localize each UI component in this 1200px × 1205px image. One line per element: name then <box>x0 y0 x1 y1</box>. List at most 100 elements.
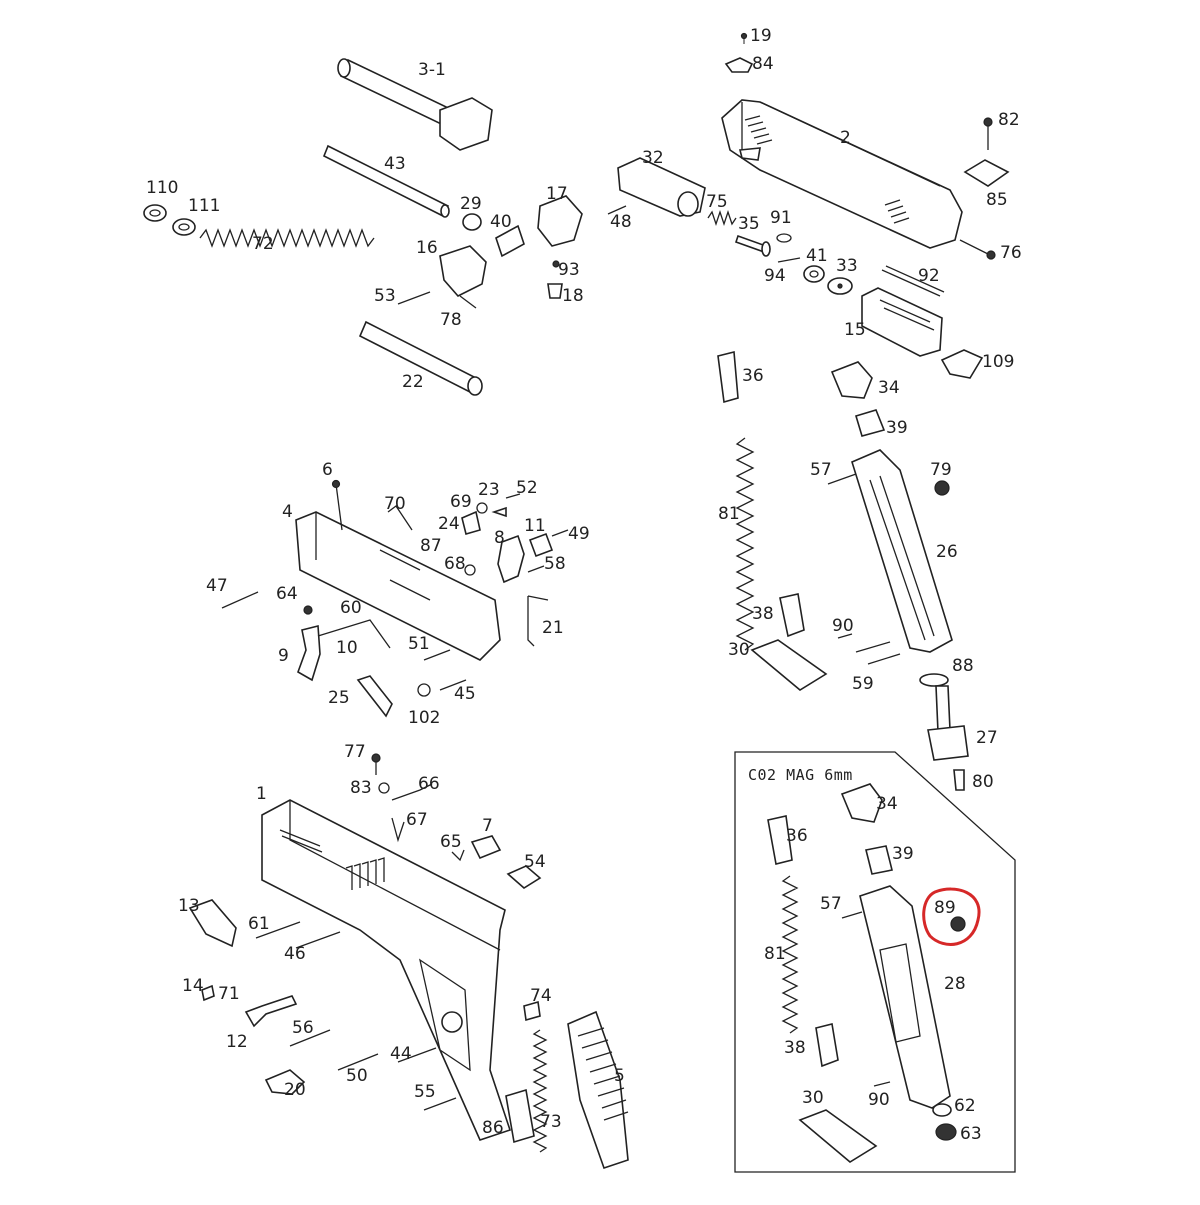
part-label-102: 102 <box>408 708 441 728</box>
part-label-110: 110 <box>146 178 179 198</box>
part-label-14: 14 <box>182 976 204 996</box>
part-label-73: 73 <box>540 1112 562 1132</box>
inset-part-label-57: 57 <box>820 894 842 914</box>
part-label-72: 72 <box>252 234 274 254</box>
part-label-33: 33 <box>836 256 858 276</box>
part-label-51: 51 <box>408 634 430 654</box>
part-label-45: 45 <box>454 684 476 704</box>
inset-part-label-90: 90 <box>868 1090 890 1110</box>
inset-part-label-39: 39 <box>892 844 914 864</box>
part-label-30: 30 <box>728 640 750 660</box>
part-label-48: 48 <box>610 212 632 232</box>
part-label-52: 52 <box>516 478 538 498</box>
part-label-26: 26 <box>936 542 958 562</box>
inset-part-label-28: 28 <box>944 974 966 994</box>
part-label-77: 77 <box>344 742 366 762</box>
part-label-23: 23 <box>478 480 500 500</box>
slide-group <box>607 32 1010 379</box>
part-label-69: 69 <box>450 492 472 512</box>
co2-mag-inset <box>734 751 1016 1173</box>
part-label-46: 46 <box>284 944 306 964</box>
part-label-53: 53 <box>374 286 396 306</box>
part-label-4: 4 <box>282 502 293 522</box>
part-label-86: 86 <box>482 1118 504 1138</box>
part-label-5: 5 <box>614 1066 625 1086</box>
barrel-group <box>143 58 583 396</box>
part-label-68: 68 <box>444 554 466 574</box>
part-label-9: 9 <box>278 646 289 666</box>
part-label-34: 34 <box>878 378 900 398</box>
part-label-36: 36 <box>742 366 764 386</box>
part-label-7: 7 <box>482 816 493 836</box>
part-label-87: 87 <box>420 536 442 556</box>
part-label-74: 74 <box>530 986 552 1006</box>
part-label-94: 94 <box>764 266 786 286</box>
part-label-10: 10 <box>336 638 358 658</box>
part-label-55: 55 <box>414 1082 436 1102</box>
part-label-84: 84 <box>752 54 774 74</box>
part-label-93: 93 <box>558 260 580 280</box>
part-label-75: 75 <box>706 192 728 212</box>
inset-part-label-62: 62 <box>954 1096 976 1116</box>
part-label-29: 29 <box>460 194 482 214</box>
part-label-8: 8 <box>494 528 505 548</box>
part-label-12: 12 <box>226 1032 248 1052</box>
part-label-21: 21 <box>542 618 564 638</box>
part-label-15: 15 <box>844 320 866 340</box>
inset-part-label-81: 81 <box>764 944 786 964</box>
part-label-59: 59 <box>852 674 874 694</box>
part-label-71: 71 <box>218 984 240 1004</box>
part-label-92: 92 <box>918 266 940 286</box>
part-label-47: 47 <box>206 576 228 596</box>
inset-part-label-30: 30 <box>802 1088 824 1108</box>
part-label-111: 111 <box>188 196 221 216</box>
part-label-49: 49 <box>568 524 590 544</box>
inset-part-label-34: 34 <box>876 794 898 814</box>
part-label-70: 70 <box>384 494 406 514</box>
part-label-81: 81 <box>718 504 740 524</box>
part-label-38: 38 <box>752 604 774 624</box>
part-label-44: 44 <box>390 1044 412 1064</box>
part-label-16: 16 <box>416 238 438 258</box>
inset-part-label-89: 89 <box>934 898 956 918</box>
part-label-11: 11 <box>524 516 546 536</box>
part-label-60: 60 <box>340 598 362 618</box>
part-label-13: 13 <box>178 896 200 916</box>
inset-title: C02 MAG 6mm <box>748 766 853 784</box>
part-label-43: 43 <box>384 154 406 174</box>
part-label-76: 76 <box>1000 243 1022 263</box>
part-label-66: 66 <box>418 774 440 794</box>
highlight-circle <box>922 887 981 946</box>
part-label-64: 64 <box>276 584 298 604</box>
inset-part-label-36: 36 <box>786 826 808 846</box>
part-label-1: 1 <box>256 784 267 804</box>
part-label-85: 85 <box>986 190 1008 210</box>
part-label-80: 80 <box>972 772 994 792</box>
part-label-67: 67 <box>406 810 428 830</box>
magazine-group <box>717 350 969 791</box>
part-label-109: 109 <box>982 352 1015 372</box>
part-label-61: 61 <box>248 914 270 934</box>
part-label-3-1: 3-1 <box>418 60 446 80</box>
part-label-88: 88 <box>952 656 974 676</box>
part-label-50: 50 <box>346 1066 368 1086</box>
part-label-91: 91 <box>770 208 792 228</box>
part-label-24: 24 <box>438 514 460 534</box>
part-label-41: 41 <box>806 246 828 266</box>
part-label-19: 19 <box>750 26 772 46</box>
part-label-25: 25 <box>328 688 350 708</box>
trigger-group <box>221 479 569 718</box>
part-label-57: 57 <box>810 460 832 480</box>
part-label-40: 40 <box>490 212 512 232</box>
part-label-35: 35 <box>738 214 760 234</box>
part-label-82: 82 <box>998 110 1020 130</box>
part-label-65: 65 <box>440 832 462 852</box>
inset-part-label-38: 38 <box>784 1038 806 1058</box>
part-label-20: 20 <box>284 1080 306 1100</box>
part-label-18: 18 <box>562 286 584 306</box>
part-label-27: 27 <box>976 728 998 748</box>
part-label-83: 83 <box>350 778 372 798</box>
part-label-90: 90 <box>832 616 854 636</box>
